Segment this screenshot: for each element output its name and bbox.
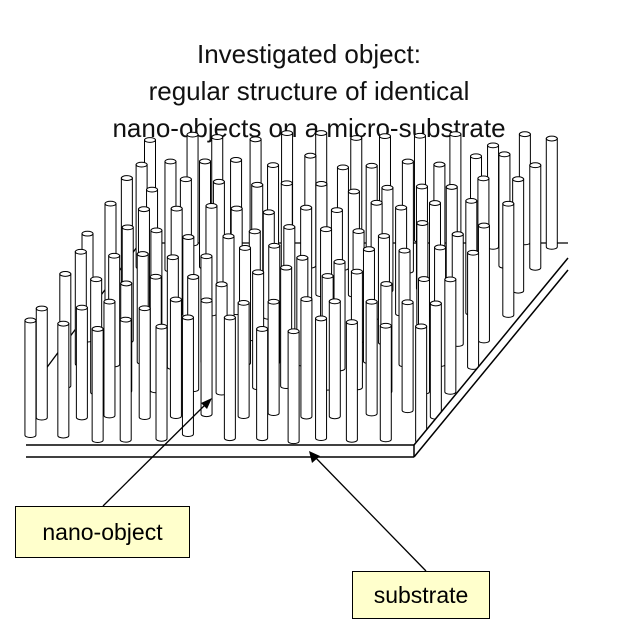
nano-object-rod [477, 222, 490, 344]
nano-object-rod [328, 298, 341, 420]
nano-object-rod [545, 135, 558, 250]
nano-object-rod [24, 317, 37, 439]
nano-object-rod [415, 323, 428, 444]
nano-object-rod [103, 298, 116, 419]
nano-object-rod [57, 320, 70, 439]
nano-object-rod [315, 315, 328, 441]
nano-object-rod [256, 326, 269, 442]
nano-object-callout: nano-object [15, 506, 190, 558]
nano-object-rod [119, 316, 132, 443]
nano-object-rod [169, 296, 182, 420]
title-line-2: regular structure of identical [148, 76, 470, 106]
nano-object-rod [287, 328, 300, 445]
nano-object-rod [138, 305, 151, 420]
nano-object-rod [35, 305, 48, 421]
nano-object-rod [379, 322, 392, 443]
nano-object-rod [365, 298, 378, 417]
nano-object-rod [237, 299, 250, 419]
nano-object-rod [345, 319, 358, 443]
nano-object-rod [181, 314, 194, 437]
nano-object-rod [91, 326, 104, 444]
nano-object-array [24, 130, 558, 445]
title-line-3: nano-objects on a micro-substrate [112, 113, 506, 143]
nano-object-pointer [102, 398, 212, 507]
nano-object-rod [467, 249, 480, 370]
nano-object-rod [429, 300, 442, 420]
nano-object-rod [444, 276, 457, 395]
nano-object-rod [267, 298, 280, 417]
nano-object-rod [223, 314, 236, 442]
diagram-title: Investigated object: regular structure o… [0, 36, 618, 147]
nano-object-rod [155, 323, 168, 442]
nano-object-rod [75, 304, 88, 421]
nano-object-rod [200, 297, 213, 418]
substrate-callout: substrate [352, 571, 490, 619]
substrate-slab [26, 257, 569, 458]
substrate-pointer [309, 451, 427, 572]
title-line-1: Investigated object: [196, 39, 422, 69]
nano-object-rod [502, 200, 515, 318]
nano-object-label: nano-object [42, 518, 163, 545]
nano-object-rod [300, 296, 313, 420]
substrate-label: substrate [373, 581, 469, 608]
nano-object-rod [529, 162, 542, 271]
nano-object-rod [401, 299, 414, 414]
